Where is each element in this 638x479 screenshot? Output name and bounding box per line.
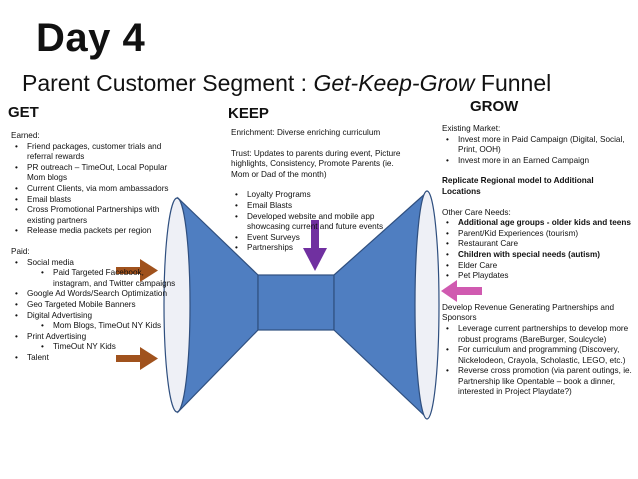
list-item: Developed website and mobile app showcas… [235,212,401,233]
day-title: Day 4 [36,16,146,60]
keep-list: Loyalty Programs Email Blasts Developed … [231,190,401,254]
sub-list-item: Mom Blogs, TimeOut NY Kids [41,321,181,332]
list-item: Google Ad Words/Search Optimization [15,289,181,300]
list-item: Cross Promotional Partnerships with exis… [15,205,181,226]
keep-heading: KEEP [228,105,269,122]
list-item: Print Advertising TimeOut NY Kids [15,331,181,353]
grow-arrow [441,280,482,302]
list-item: Email blasts [15,195,181,206]
get-heading: GET [8,104,39,121]
keep-column: Enrichment: Diverse enriching curriculum… [231,128,401,254]
list-item: Geo Targeted Mobile Banners [15,300,181,311]
list-item: Leverage current partnerships to develop… [446,324,634,345]
social-media-label: Social media [27,257,74,267]
funnel-right-rim [414,190,440,420]
list-item: For curriculum and programming (Discover… [446,345,634,366]
list-item: Talent [15,353,181,364]
list-item: Release media packets per region [15,226,181,237]
grow-heading: GROW [470,98,519,115]
grow-column: Existing Market: Invest more in Paid Cam… [442,124,634,398]
funnel-center-box [257,274,335,331]
replicate-text: Replicate Regional model to Additional L… [442,176,634,197]
paid-label: Paid: [11,246,30,256]
list-item: Invest more in an Earned Campaign [446,156,634,167]
sub-list-item: TimeOut NY Kids [41,342,181,353]
earned-list: Friend packages, customer trials and ref… [11,142,181,237]
list-item: Loyalty Programs [235,190,401,201]
trust-text: Trust: Updates to parents during event, … [231,148,401,179]
list-item: Digital Advertising Mom Blogs, TimeOut N… [15,310,181,332]
list-item: Additional age groups - older kids and t… [446,218,634,229]
list-item: Invest more in Paid Campaign (Digital, S… [446,135,634,156]
existing-market-list: Invest more in Paid Campaign (Digital, S… [442,135,634,167]
subtitle-suffix: Funnel [474,70,552,96]
list-item: Email Blasts [235,201,401,212]
print-label: Print Advertising [27,331,87,341]
develop-label: Develop Revenue Generating Partnerships … [442,302,615,323]
paid-list: Social media Paid Targeted Facebook, ins… [11,258,181,364]
other-care-label: Other Care Needs: [442,207,511,217]
subtitle-prefix: Parent Customer Segment : [22,70,314,96]
list-item: Children with special needs (autism) [446,249,634,261]
enrichment-text: Enrichment: Diverse enriching curriculum [231,128,381,137]
list-item: Pet Playdates [446,271,634,282]
list-item: Partnerships [235,243,401,254]
develop-list: Leverage current partnerships to develop… [442,324,634,398]
list-item: Elder Care [446,261,634,272]
list-item: Social media Paid Targeted Facebook, ins… [15,257,181,290]
other-care-list: Additional age groups - older kids and t… [442,218,634,282]
list-item: Parent/Kid Experiences (tourism) [446,229,634,240]
subtitle-italic: Get-Keep-Grow [313,70,475,96]
list-item: Reverse cross promotion (via parent outi… [446,366,634,398]
list-item: Current Clients, via mom ambassadors [15,184,181,195]
list-item: PR outreach – TimeOut, Local Popular Mom… [15,163,181,184]
page-subtitle: Parent Customer Segment : Get-Keep-Grow … [22,70,551,97]
existing-market-label: Existing Market: [442,124,501,133]
list-item: Restaurant Care [446,239,634,250]
sub-list-item: Paid Targeted Facebook, instagram, and T… [41,268,181,289]
get-column: Earned: Friend packages, customer trials… [11,131,181,363]
list-item: Event Surveys [235,233,401,244]
replicate-bold: Replicate Regional model to Additional L… [442,176,594,196]
care-special: Children with special needs (autism) [458,249,600,259]
list-item: Friend packages, customer trials and ref… [15,142,181,163]
care-additional: Additional age groups - older kids and t… [458,218,631,228]
digital-label: Digital Advertising [27,310,93,320]
earned-label: Earned: [11,131,40,140]
